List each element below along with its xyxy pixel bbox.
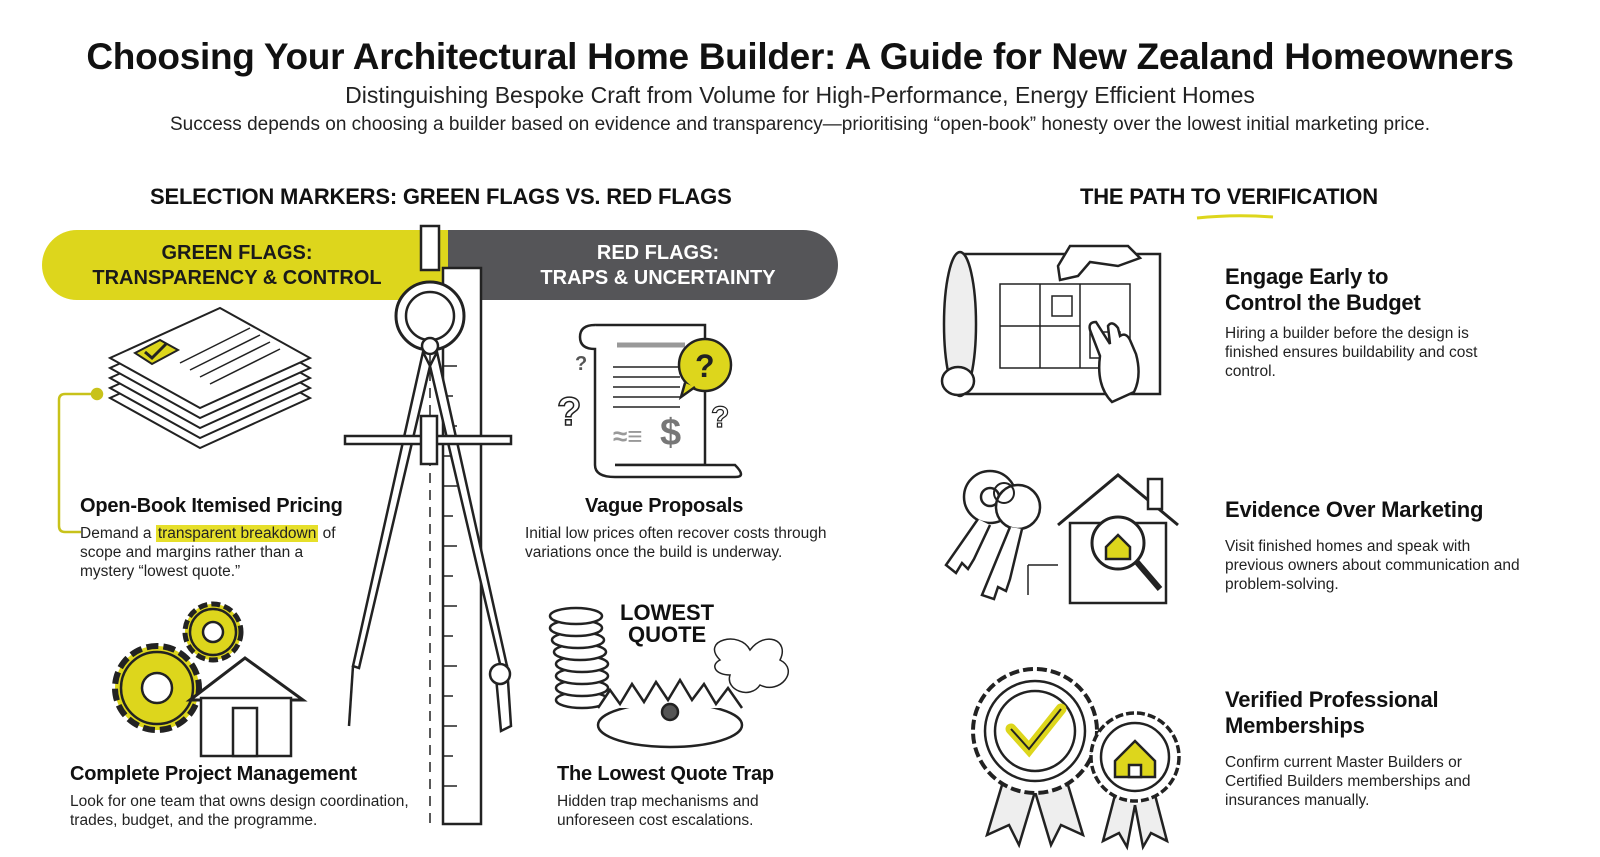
lowest-label: LOWEST (620, 600, 715, 625)
project-management-title: Complete Project Management (70, 763, 357, 785)
red-flags-banner: RED FLAGS: TRAPS & UNCERTAINTY (448, 230, 838, 300)
vague-proposals-title: Vague Proposals (585, 495, 744, 517)
keys-house-magnifier-icon (944, 469, 1179, 605)
blueprint-hands-icon (940, 244, 1162, 404)
memberships-title-line1: Verified Professional (1225, 687, 1439, 712)
evidence-title: Evidence Over Marketing (1225, 497, 1483, 523)
engage-early-desc: Hiring a builder before the design is fi… (1225, 325, 1478, 380)
badge-rosettes-icon (971, 667, 1181, 851)
green-banner-line1: GREEN FLAGS: (161, 242, 313, 264)
memberships-title-line2: Memberships (1225, 713, 1365, 738)
engage-early-title-line2: Control the Budget (1225, 290, 1421, 315)
transparent-breakdown-highlight: transparent breakdown (155, 525, 319, 542)
engage-early-title: Engage Early to Control the Budget (1225, 264, 1421, 316)
question-glyph: ? (695, 348, 715, 384)
verification-heading: THE PATH TO VERIFICATION (1080, 184, 1378, 209)
page-title: Choosing Your Architectural Home Builder… (86, 36, 1514, 77)
dollar-glyph: $ (660, 412, 681, 454)
itemised-documents-icon (107, 306, 313, 450)
svg-text:≈≡: ≈≡ (613, 421, 642, 451)
page-tagline: Success depends on choosing a builder ba… (169, 114, 1430, 135)
open-book-pricing-title: Open-Book Itemised Pricing (80, 495, 343, 517)
red-banner-line2: TRAPS & UNCERTAINTY (540, 267, 776, 289)
desc-pre: Demand a (80, 525, 156, 542)
engage-early-title-line1: Engage Early to (1225, 264, 1389, 289)
lowest-quote-trap-desc: Hidden trap mechanisms and unforeseen co… (557, 793, 759, 829)
vague-scroll-icon: ≈≡ $ ? ? ? ? (556, 323, 743, 479)
question-glyph-left: ? (557, 390, 581, 434)
evidence-title-line1: Evidence Over Marketing (1225, 497, 1484, 522)
open-book-pricing-desc: Demand a transparent breakdown of scope … (80, 524, 360, 581)
selection-heading: SELECTION MARKERS: GREEN FLAGS VS. RED F… (150, 184, 732, 209)
quote-label: QUOTE (628, 622, 706, 647)
red-banner-line1: RED FLAGS: (596, 242, 720, 264)
question-glyph-right: ? (711, 401, 729, 434)
connector-line-icon (57, 387, 104, 534)
desc-post: of scope and margins rather than a myste… (80, 525, 336, 580)
memberships-desc: Confirm current Master Builders or Certi… (1225, 754, 1471, 809)
green-banner-line2: TRANSPARENCY & CONTROL (92, 267, 382, 289)
question-glyph-small: ? (575, 353, 587, 375)
green-flags-banner: GREEN FLAGS: TRANSPARENCY & CONTROL (42, 230, 482, 300)
page-subtitle: Distinguishing Bespoke Craft from Volume… (345, 82, 1255, 108)
vague-proposals-desc: Initial low prices often recover costs t… (525, 525, 827, 561)
project-management-desc: Look for one team that owns design coord… (70, 793, 409, 829)
gears-house-icon (112, 601, 308, 758)
memberships-title: Verified Professional Memberships (1225, 687, 1439, 739)
heading-underline-icon (1196, 214, 1274, 220)
compass-ruler-icon (343, 224, 513, 826)
evidence-desc: Visit finished homes and speak with prev… (1225, 538, 1520, 593)
bear-trap-icon: LOWEST QUOTE (548, 600, 789, 749)
lowest-quote-trap-title: The Lowest Quote Trap (557, 763, 774, 785)
